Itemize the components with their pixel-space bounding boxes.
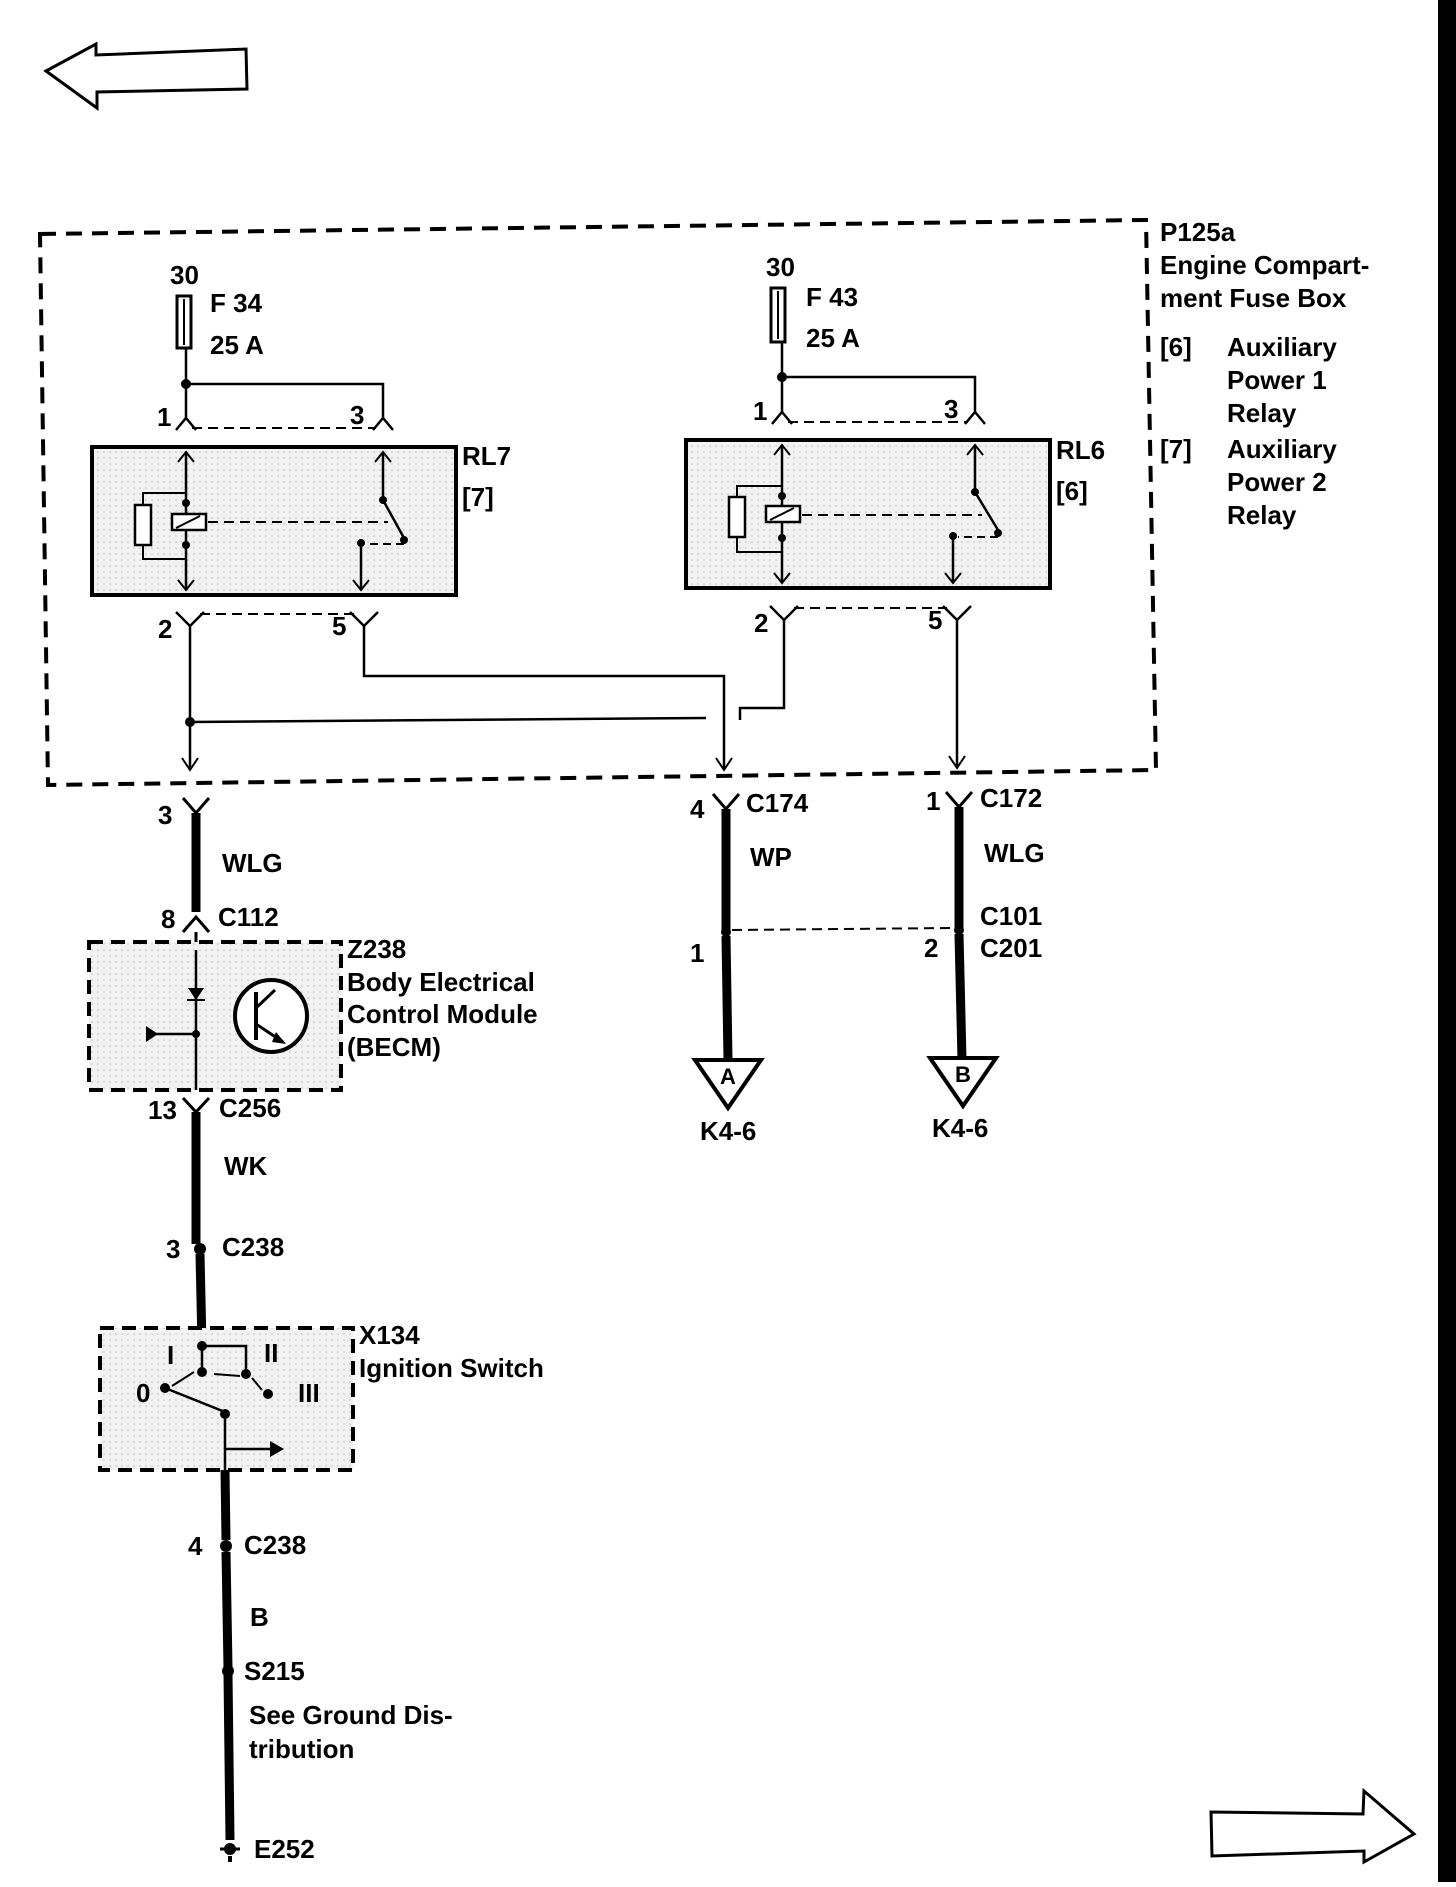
legend-ref-6: [6] [1160, 332, 1192, 362]
becm-module [87, 940, 343, 1092]
fuse-f43-name: F 43 [806, 282, 858, 312]
becm-line1: Body Electrical [347, 967, 535, 997]
fuse-box-outline [37, 217, 1159, 788]
offpage-connector-b[interactable]: B [926, 1056, 1000, 1110]
rl7-ref: [7] [462, 482, 494, 512]
ignition-id: X134 [359, 1320, 420, 1350]
c238a-pin: 3 [166, 1234, 180, 1264]
fuse-f34-name: F 34 [210, 288, 263, 318]
ground-e252-label: E252 [254, 1834, 315, 1864]
connector-c172 [944, 791, 974, 1061]
ignition-pos-0: 0 [136, 1378, 150, 1408]
right-edge-bar [1438, 0, 1456, 1882]
c172-pin: 1 [926, 786, 940, 816]
offpage-a-ref: K4-6 [700, 1116, 756, 1146]
ground-note-line1: See Ground Dis- [249, 1700, 453, 1730]
ignition-switch[interactable] [98, 1326, 355, 1472]
c238b-name: C238 [244, 1530, 306, 1560]
fuse-f43 [769, 286, 787, 344]
fuse-box-id: P125a [1160, 217, 1236, 247]
rl7-pin-1: 1 [157, 402, 171, 432]
fuse-f34-rating: 25 A [210, 330, 264, 360]
ground-note-line2: tribution [249, 1734, 354, 1764]
becm-line2: Control Module [347, 999, 538, 1029]
legend-7-line1: Auxiliary [1227, 434, 1337, 464]
fuse-f43-rating: 25 A [806, 323, 860, 353]
legend-6-line1: Auxiliary [1227, 332, 1337, 362]
ignition-pos-I: I [167, 1340, 174, 1370]
rl6-pin-5: 5 [928, 605, 942, 635]
offpage-connector-a[interactable]: A [691, 1058, 765, 1112]
relay-rl6 [684, 438, 1052, 590]
fuse-f34 [175, 294, 193, 350]
ground-e252 [220, 1843, 240, 1862]
fuse-f43-terminal: 30 [766, 252, 795, 282]
connector-left-pin3 [181, 797, 211, 912]
offpage-a-letter: A [720, 1064, 736, 1089]
fuse-f34-terminal: 30 [170, 260, 199, 290]
wire-color-wp: WP [750, 842, 792, 872]
rl6-ref: [6] [1056, 476, 1088, 506]
left-arrow-icon[interactable] [43, 41, 249, 111]
relay-rl7 [90, 445, 458, 597]
offpage-b-letter: B [955, 1062, 971, 1087]
ignition-pos-II: II [264, 1338, 278, 1368]
becm-id: Z238 [347, 934, 406, 964]
rl6-name: RL6 [1056, 435, 1105, 465]
fuse-box-title-1: Engine Compart- [1160, 250, 1369, 280]
rl6-pin-2: 2 [754, 608, 768, 638]
c172-name: C172 [980, 783, 1042, 813]
wire-color-wlg-left: WLG [222, 848, 283, 878]
rl6-pin-1: 1 [753, 396, 767, 426]
rl7-pin-5: 5 [332, 611, 346, 641]
c238b-pin: 4 [188, 1531, 203, 1561]
c256-pin: 13 [148, 1095, 177, 1125]
rl7-pin-3: 3 [350, 400, 364, 430]
offpage-b-ref: K4-6 [932, 1113, 988, 1143]
c101-name: C101 [980, 901, 1042, 931]
rl7-name: RL7 [462, 441, 511, 471]
connector-c174 [711, 793, 741, 1061]
legend-7-line2: Power 2 [1227, 467, 1327, 497]
c174-pin: 4 [690, 794, 705, 824]
c201-pin: 2 [924, 933, 938, 963]
wire-color-b: B [250, 1602, 269, 1632]
ignition-pos-III: III [298, 1378, 320, 1408]
wire-color-wk: WK [224, 1151, 268, 1181]
c112-name: C112 [218, 902, 279, 932]
c201-name: C201 [980, 933, 1042, 963]
rl6-pin-3: 3 [944, 394, 958, 424]
c174-name: C174 [746, 788, 809, 818]
fuse-box-title-2: ment Fuse Box [1160, 283, 1347, 313]
legend-ref-7: [7] [1160, 434, 1192, 464]
right-arrow-icon[interactable] [1209, 1787, 1417, 1865]
rl7-pin-2: 2 [158, 614, 172, 644]
c256-name: C256 [219, 1093, 281, 1123]
wire-color-wlg-right: WLG [984, 838, 1045, 868]
c112-pin: 8 [161, 904, 175, 934]
legend-6-line2: Power 1 [1227, 365, 1327, 395]
ignition-title: Ignition Switch [359, 1353, 544, 1383]
c238a-name: C238 [222, 1232, 284, 1262]
legend-7-line3: Relay [1227, 500, 1297, 530]
becm-line3: (BECM) [347, 1032, 441, 1062]
legend-6-line3: Relay [1227, 398, 1297, 428]
c101-pin: 1 [690, 938, 704, 968]
connector-left-pin-number: 3 [158, 800, 172, 830]
splice-s215-label: S215 [244, 1656, 305, 1686]
